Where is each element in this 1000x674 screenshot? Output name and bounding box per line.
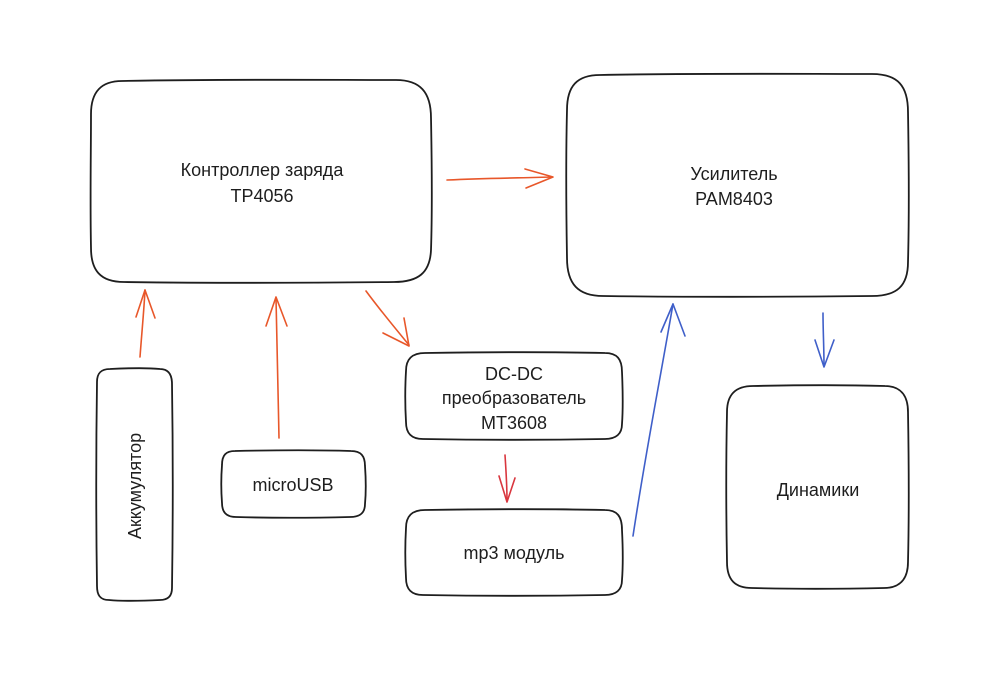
dcdc-node: DC-DC преобразователь MT3608 (404, 351, 624, 441)
dcdc-box (404, 351, 624, 441)
microusb-label: microUSB (252, 475, 333, 495)
amplifier-model: PAM8403 (695, 189, 773, 209)
mp3-label: mp3 модуль (464, 543, 565, 563)
speakers-label: Динамики (777, 480, 860, 500)
arrow-controller-to-dcdc (365, 290, 410, 347)
amplifier-node: Усилитель PAM8403 (565, 72, 910, 298)
battery-box (95, 367, 174, 602)
dcdc-subtitle: преобразователь (442, 388, 586, 408)
arrow-mp3-to-amplifier (632, 303, 686, 537)
arrow-amplifier-to-speakers (814, 312, 835, 368)
battery-node: Аккумулятор (95, 367, 174, 602)
charge-controller-model: TP4056 (230, 186, 293, 206)
dcdc-title: DC-DC (485, 364, 543, 384)
charge-controller-box (89, 78, 433, 284)
microusb-node: microUSB (220, 449, 367, 519)
dcdc-model: MT3608 (481, 413, 547, 433)
amplifier-box (565, 72, 910, 298)
mp3-box (404, 508, 624, 597)
speakers-node: Динамики (725, 384, 910, 590)
speakers-box (725, 384, 910, 590)
mp3-node: mp3 модуль (404, 508, 624, 597)
arrow-microusb-to-controller (265, 296, 288, 439)
arrow-battery-to-controller (135, 289, 156, 358)
amplifier-title: Усилитель (690, 164, 777, 184)
charge-controller-node: Контроллер заряда TP4056 (89, 78, 433, 284)
charge-controller-title: Контроллер заряда (181, 160, 345, 180)
microusb-box (220, 449, 367, 519)
arrow-controller-to-amplifier (446, 168, 554, 189)
battery-label: Аккумулятор (125, 433, 145, 539)
arrow-dcdc-to-mp3 (498, 454, 516, 503)
